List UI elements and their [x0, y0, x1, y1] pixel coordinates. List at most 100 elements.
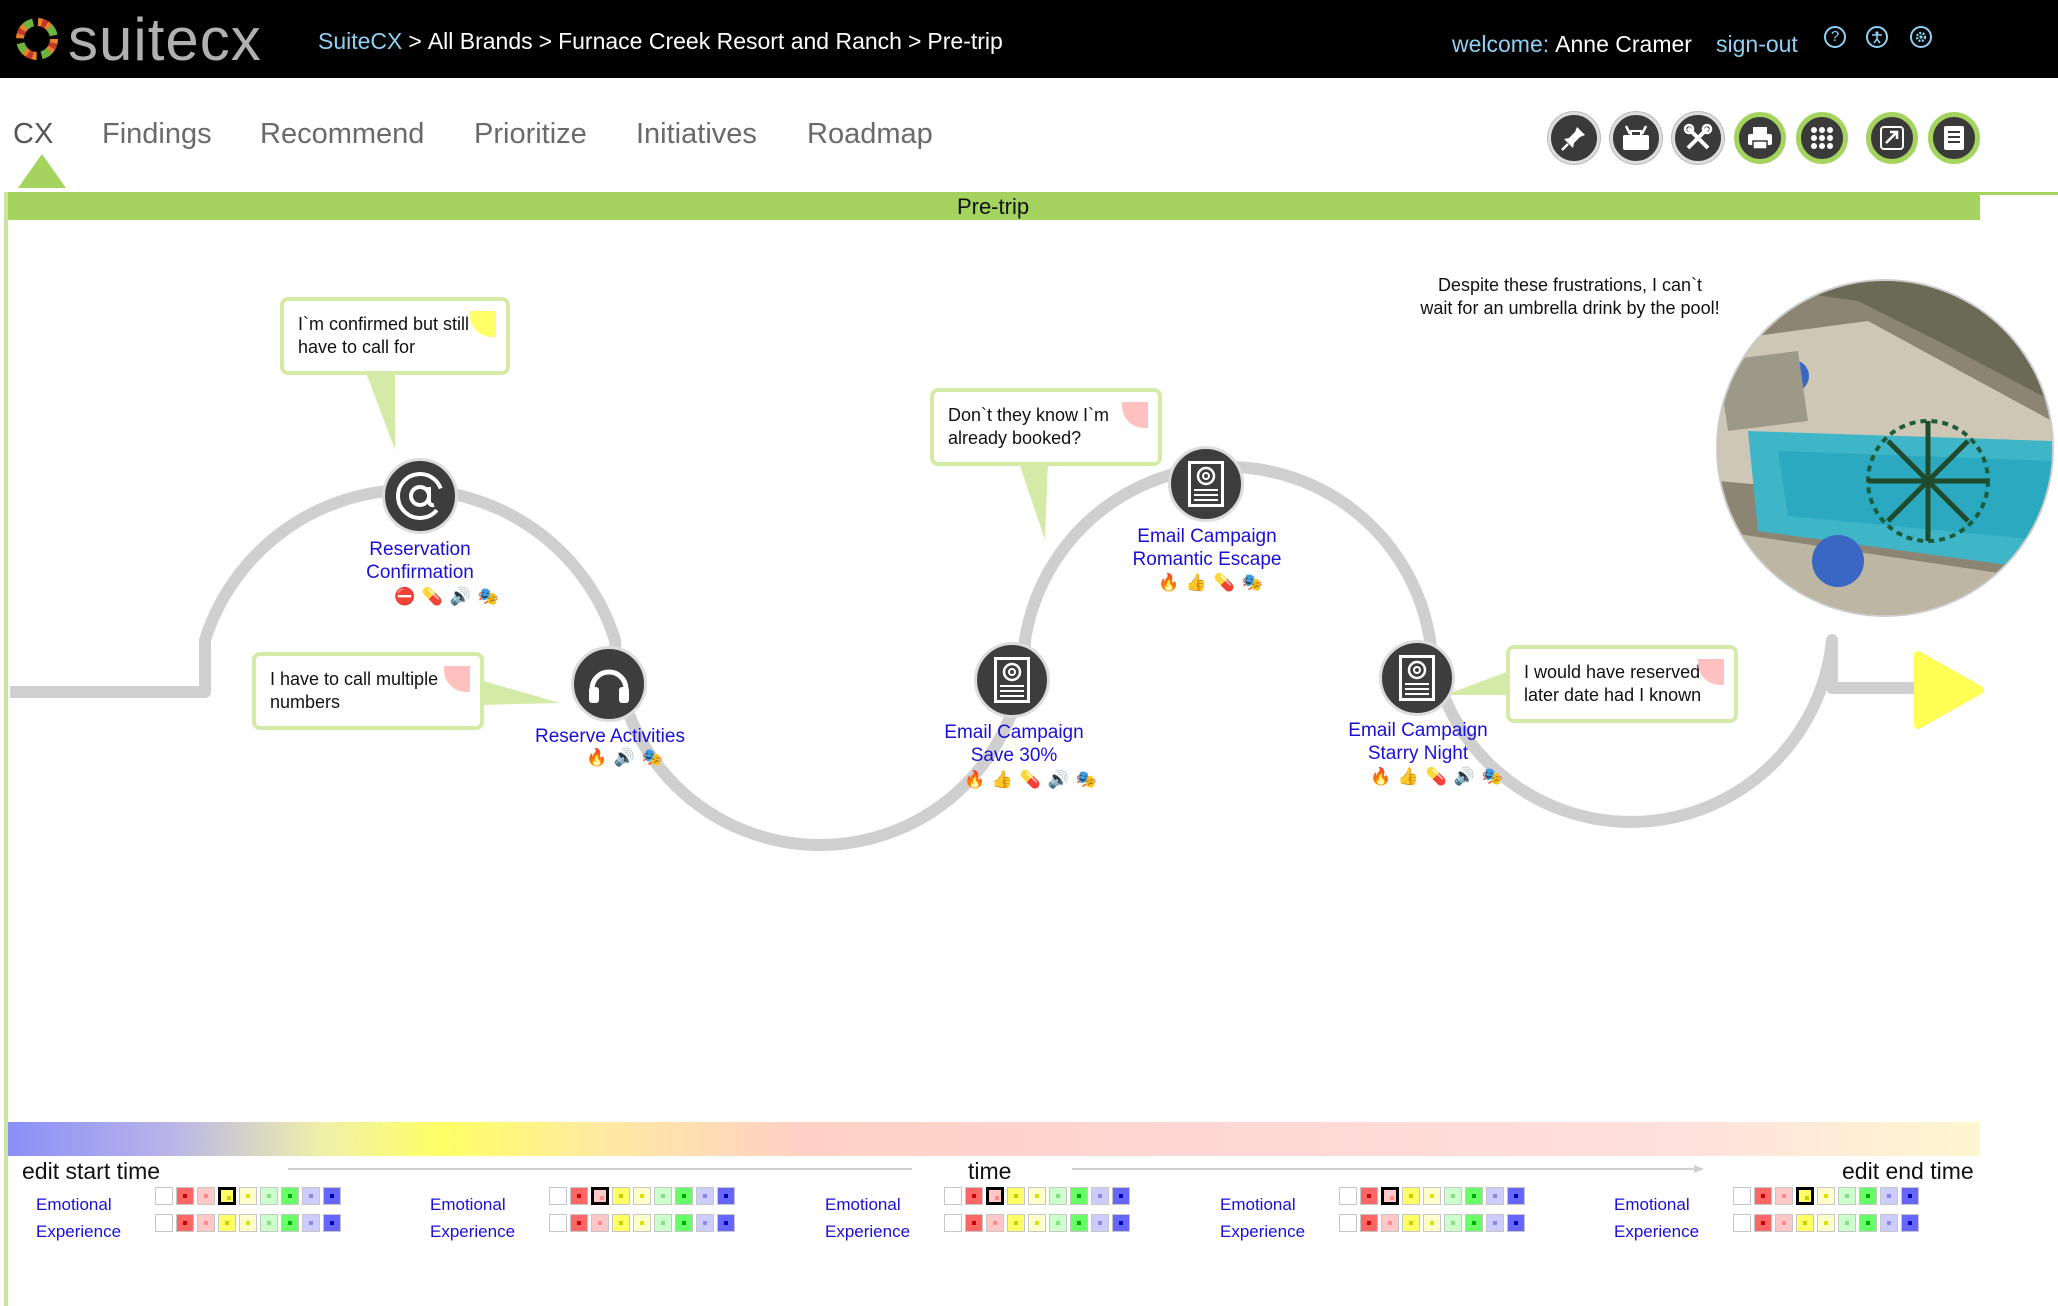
- touchpoint-reserve-activities[interactable]: [571, 646, 647, 722]
- rating-cell[interactable]: [986, 1187, 1004, 1205]
- rating-cell[interactable]: [260, 1214, 278, 1232]
- touchpoint-reservation-confirmation[interactable]: [382, 458, 458, 534]
- rating-cell[interactable]: [1339, 1214, 1357, 1232]
- help-icon[interactable]: ?: [1824, 26, 1846, 48]
- rating-cell[interactable]: [323, 1214, 341, 1232]
- rating-cell[interactable]: [1486, 1187, 1504, 1205]
- rating-cell[interactable]: [675, 1214, 693, 1232]
- rating-cell[interactable]: [549, 1214, 567, 1232]
- rating-cell[interactable]: [281, 1214, 299, 1232]
- accessibility-icon[interactable]: [1866, 26, 1888, 48]
- rating-cell[interactable]: [696, 1187, 714, 1205]
- rating-cell[interactable]: [654, 1214, 672, 1232]
- rating-cell[interactable]: [1796, 1214, 1814, 1232]
- rating-cell[interactable]: [1817, 1214, 1835, 1232]
- rating-cell[interactable]: [1754, 1187, 1772, 1205]
- rating-cell[interactable]: [239, 1214, 257, 1232]
- touchpoint-label-email-save-30[interactable]: Email Campaign Save 30%: [924, 721, 1104, 767]
- comment-bubble[interactable]: I have to call multiple numbers: [252, 652, 484, 730]
- rating-cell[interactable]: [302, 1214, 320, 1232]
- ip-export-button[interactable]: [1866, 112, 1918, 164]
- rating-cell[interactable]: [323, 1187, 341, 1205]
- breadcrumb-stage[interactable]: Pre-trip: [927, 28, 1003, 54]
- rating-cell[interactable]: [1465, 1214, 1483, 1232]
- touchpoint-label-email-romantic-escape[interactable]: Email Campaign Romantic Escape: [1116, 525, 1298, 571]
- rating-cell[interactable]: [1838, 1187, 1856, 1205]
- print-button[interactable]: [1734, 112, 1786, 164]
- touchpoint-label-email-starry-night[interactable]: Email Campaign Starry Night: [1328, 719, 1508, 765]
- rating-cell[interactable]: [1733, 1214, 1751, 1232]
- rating-cell[interactable]: [1360, 1214, 1378, 1232]
- rating-cell[interactable]: [1091, 1214, 1109, 1232]
- rating-cell[interactable]: [1360, 1187, 1378, 1205]
- rating-cell[interactable]: [1444, 1187, 1462, 1205]
- rating-cell[interactable]: [944, 1214, 962, 1232]
- breadcrumb-all-brands[interactable]: All Brands: [427, 28, 533, 54]
- rating-cell[interactable]: [1028, 1214, 1046, 1232]
- rating-cell[interactable]: [1486, 1214, 1504, 1232]
- rating-cell[interactable]: [1402, 1214, 1420, 1232]
- rating-cell[interactable]: [197, 1187, 215, 1205]
- rating-cell[interactable]: [1733, 1187, 1751, 1205]
- rating-cell[interactable]: [633, 1214, 651, 1232]
- rating-cell[interactable]: [549, 1187, 567, 1205]
- rating-cell[interactable]: [633, 1187, 651, 1205]
- rating-cell[interactable]: [1775, 1187, 1793, 1205]
- rating-cell[interactable]: [302, 1187, 320, 1205]
- rating-cell[interactable]: [1796, 1187, 1814, 1205]
- rating-cell[interactable]: [1880, 1214, 1898, 1232]
- rating-cell[interactable]: [654, 1187, 672, 1205]
- sign-out-link[interactable]: sign-out: [1716, 31, 1798, 57]
- comment-bubble[interactable]: I`m confirmed but still have to call for: [280, 297, 510, 375]
- rating-cell[interactable]: [1007, 1214, 1025, 1232]
- rating-cell[interactable]: [218, 1214, 236, 1232]
- tab-cx[interactable]: CX: [13, 118, 54, 150]
- tab-prioritize[interactable]: Prioritize: [474, 118, 587, 150]
- rating-cell[interactable]: [1028, 1187, 1046, 1205]
- rating-cell[interactable]: [176, 1187, 194, 1205]
- edit-end-time-button[interactable]: edit end time: [1842, 1158, 1974, 1184]
- rating-cell[interactable]: [1070, 1214, 1088, 1232]
- rating-cell[interactable]: [1880, 1187, 1898, 1205]
- rating-cell[interactable]: [1507, 1214, 1525, 1232]
- rating-cell[interactable]: [1465, 1187, 1483, 1205]
- tab-recommend[interactable]: Recommend: [260, 118, 425, 150]
- rating-cell[interactable]: [1112, 1187, 1130, 1205]
- rating-cell[interactable]: [1754, 1214, 1772, 1232]
- rating-cell[interactable]: [1423, 1214, 1441, 1232]
- rating-cell[interactable]: [1817, 1187, 1835, 1205]
- tab-findings[interactable]: Findings: [102, 118, 212, 150]
- rating-cell[interactable]: [1838, 1214, 1856, 1232]
- touchpoint-email-campaign-romantic-escape[interactable]: [1168, 446, 1244, 522]
- rating-cell[interactable]: [591, 1214, 609, 1232]
- rating-cell[interactable]: [1339, 1187, 1357, 1205]
- rating-cell[interactable]: [239, 1187, 257, 1205]
- rating-cell[interactable]: [696, 1214, 714, 1232]
- rating-cell[interactable]: [176, 1214, 194, 1232]
- rating-cell[interactable]: [986, 1214, 1004, 1232]
- touchpoint-email-campaign-starry-night[interactable]: [1379, 640, 1455, 716]
- rating-cell[interactable]: [717, 1187, 735, 1205]
- rating-cell[interactable]: [155, 1187, 173, 1205]
- rating-cell[interactable]: [155, 1214, 173, 1232]
- breadcrumb-suitecx[interactable]: SuiteCX: [318, 28, 403, 54]
- rating-cell[interactable]: [1423, 1187, 1441, 1205]
- comment-bubble[interactable]: Don`t they know I`m already booked?: [930, 388, 1162, 466]
- rating-cell[interactable]: [218, 1187, 236, 1205]
- rating-cell[interactable]: [1901, 1214, 1919, 1232]
- rating-cell[interactable]: [1049, 1214, 1067, 1232]
- rating-cell[interactable]: [944, 1187, 962, 1205]
- rating-cell[interactable]: [612, 1214, 630, 1232]
- rating-cell[interactable]: [1507, 1187, 1525, 1205]
- rating-cell[interactable]: [570, 1187, 588, 1205]
- rating-cell[interactable]: [1901, 1187, 1919, 1205]
- rating-cell[interactable]: [1859, 1214, 1877, 1232]
- ip-document-button[interactable]: [1928, 112, 1980, 164]
- rating-cell[interactable]: [675, 1187, 693, 1205]
- grid-button[interactable]: [1796, 112, 1848, 164]
- resort-pool-photo[interactable]: [1718, 281, 2052, 615]
- comment-bubble[interactable]: I would have reserved later date had I k…: [1506, 645, 1738, 723]
- rating-cell[interactable]: [1091, 1187, 1109, 1205]
- rating-cell[interactable]: [965, 1214, 983, 1232]
- rating-cell[interactable]: [1444, 1214, 1462, 1232]
